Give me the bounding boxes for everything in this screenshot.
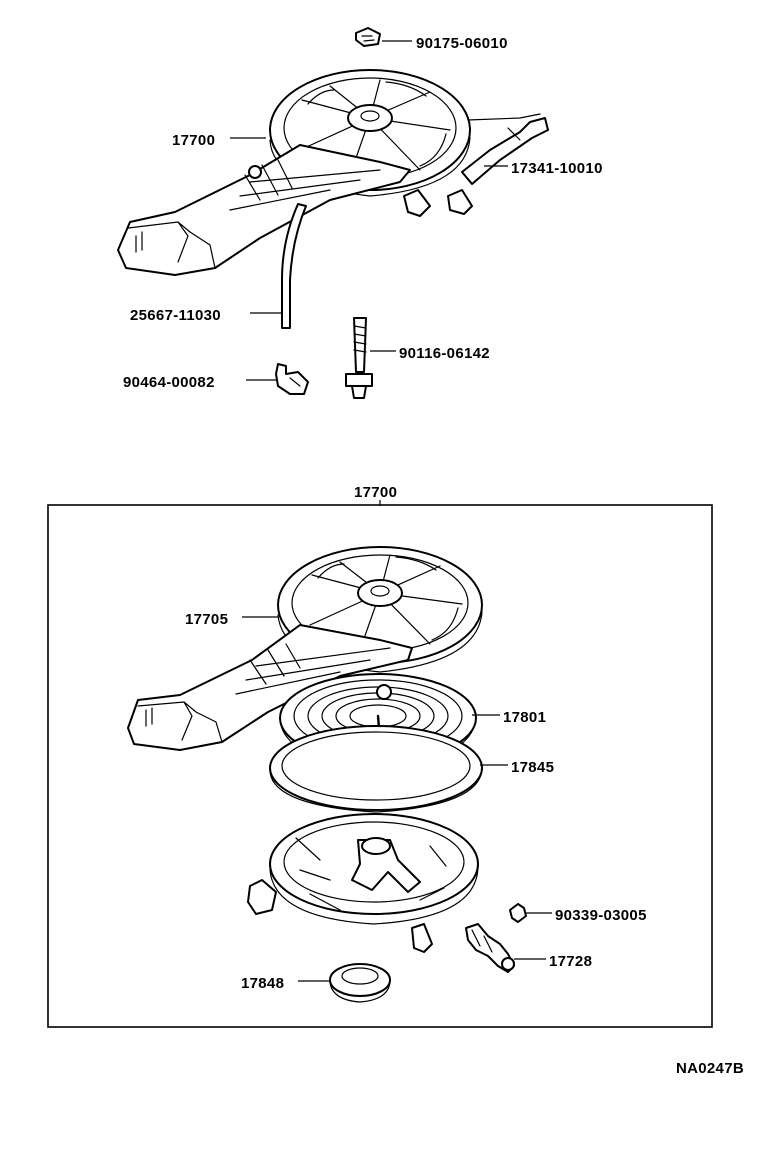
label-clip-top: 90175-06010 [416,35,508,52]
exploded-view-box [47,504,713,1028]
air-cleaner-assembly [117,69,473,276]
case-lower-part [247,813,479,953]
label-pin: 90339-03005 [555,907,647,924]
clamp-part [275,363,309,395]
grommet-part [329,963,391,1003]
gasket-part [269,725,483,813]
pipe-part [281,203,307,329]
label-pipe: 25667-11030 [130,307,221,324]
hose-part [461,113,549,185]
label-valve: 17728 [549,953,592,970]
label-element: 17801 [503,709,546,726]
label-hose: 17341-10010 [511,160,603,177]
clip-part-top [355,27,381,47]
case-upper-part [127,546,483,751]
bolt-part [345,317,373,399]
label-case-upper: 17705 [185,611,228,628]
valve-part [465,923,515,973]
pin-part [509,903,527,923]
diagram-code: NA0247B [676,1060,744,1077]
label-grommet: 17848 [241,975,284,992]
box-title: 17700 [354,484,397,501]
label-clamp: 90464-00082 [123,374,215,391]
label-gasket: 17845 [511,759,554,776]
label-assembly: 17700 [172,132,215,149]
label-bolt: 90116-06142 [399,345,490,362]
